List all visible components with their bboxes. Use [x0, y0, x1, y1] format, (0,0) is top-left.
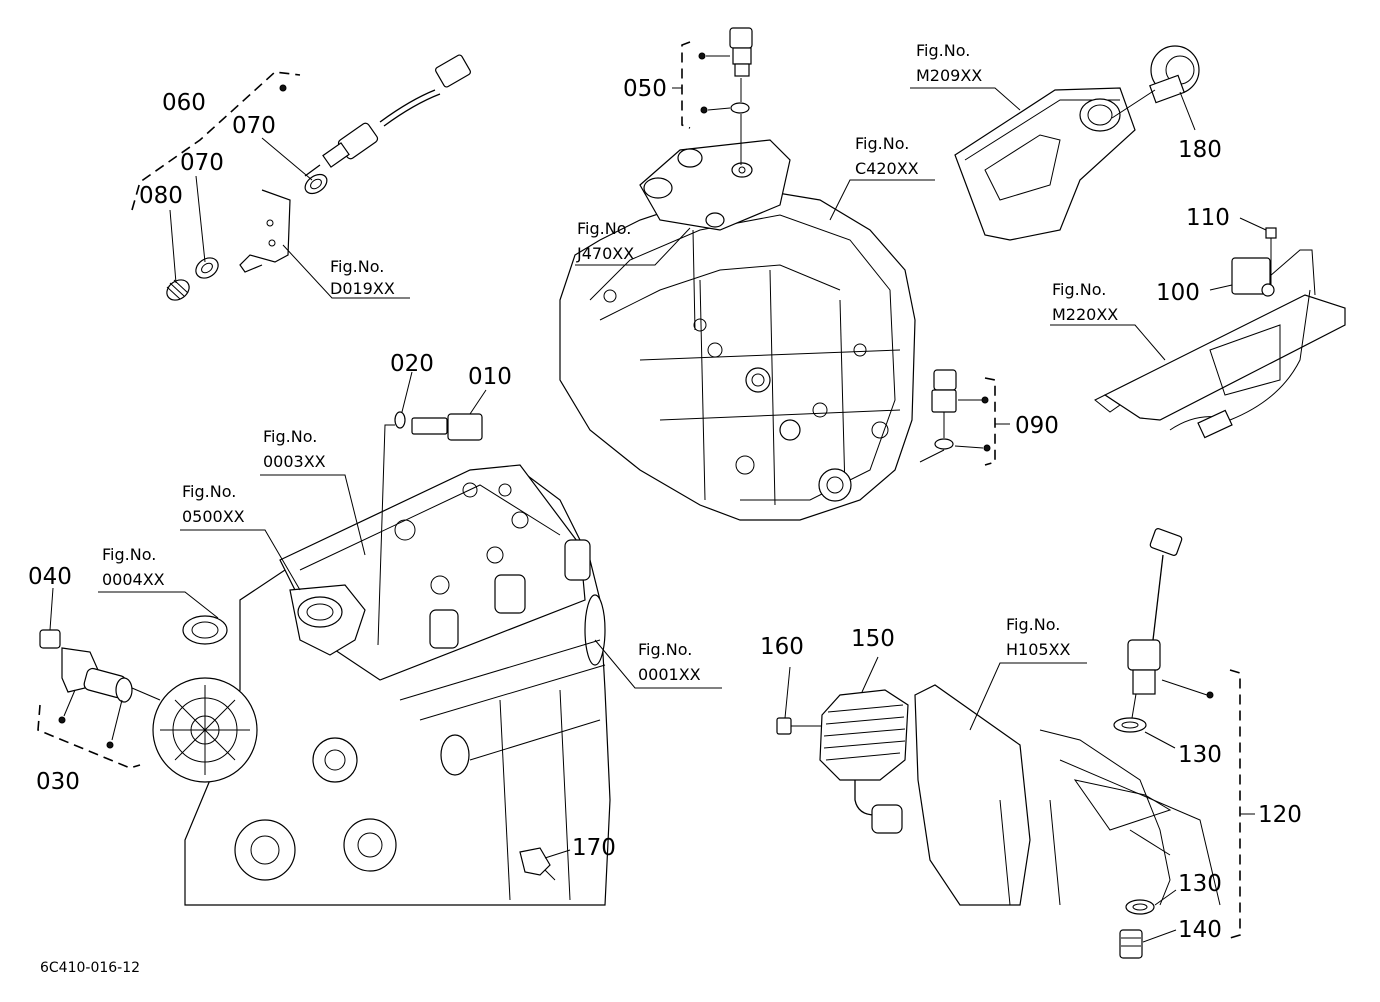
part-label-070-lower: 070	[180, 150, 224, 176]
part-label-030: 030	[36, 769, 80, 795]
fig-label-d019: Fig.No.	[330, 257, 384, 276]
sensor-030-group	[37, 587, 161, 769]
part-label-140: 140	[1178, 917, 1222, 943]
fig-label-0001: Fig.No.	[638, 640, 692, 659]
part-label-110: 110	[1186, 205, 1230, 231]
part-label-180: 180	[1178, 137, 1222, 163]
fig-label-j470: Fig.No.	[577, 219, 631, 238]
part-label-130-upper: 130	[1178, 742, 1222, 768]
switch-100-group	[1050, 217, 1346, 439]
engine-block	[98, 371, 722, 906]
fig-label-0500: Fig.No.	[182, 482, 236, 501]
fig-label-c420: Fig.No.	[855, 134, 909, 153]
fig-ref-0004: 0004XX	[102, 570, 165, 589]
fig-ref-h105: H105XX	[1006, 640, 1071, 659]
part-label-040: 040	[28, 564, 72, 590]
part-label-100: 100	[1156, 280, 1200, 306]
fig-label-m209: Fig.No.	[916, 41, 970, 60]
regulator-150-group	[776, 528, 1255, 959]
part-label-120: 120	[1258, 802, 1302, 828]
fig-ref-0500: 0500XX	[182, 507, 245, 526]
part-label-070-upper: 070	[232, 113, 276, 139]
part-label-150: 150	[851, 626, 895, 652]
fig-ref-0001: 0001XX	[638, 665, 701, 684]
fig-ref-j470: J470XX	[576, 244, 634, 263]
fig-label-0004: Fig.No.	[102, 545, 156, 564]
fig-label-h105: Fig.No.	[1006, 615, 1060, 634]
fig-label-m220: Fig.No.	[1052, 280, 1106, 299]
part-label-060: 060	[162, 90, 206, 116]
fig-ref-m209: M209XX	[916, 66, 982, 85]
fig-ref-c420: C420XX	[855, 159, 919, 178]
part-label-130-lower: 130	[1178, 871, 1222, 897]
part-label-170: 170	[572, 835, 616, 861]
part-label-160: 160	[760, 634, 804, 660]
sensor-060-group	[131, 54, 471, 301]
fig-label-0003: Fig.No.	[263, 427, 317, 446]
part-label-080: 080	[139, 183, 183, 209]
part-label-010: 010	[468, 364, 512, 390]
transmission-case	[559, 27, 1010, 521]
fig-ref-0003: 0003XX	[263, 452, 326, 471]
fig-ref-m220: M220XX	[1052, 305, 1118, 324]
part-label-050: 050	[623, 76, 667, 102]
part-label-020: 020	[390, 351, 434, 377]
fig-ref-d019: D019XX	[330, 279, 395, 298]
drawing-code: 6C410-016-12	[40, 960, 140, 976]
console-tray-group	[910, 45, 1200, 241]
part-label-090: 090	[1015, 413, 1059, 439]
